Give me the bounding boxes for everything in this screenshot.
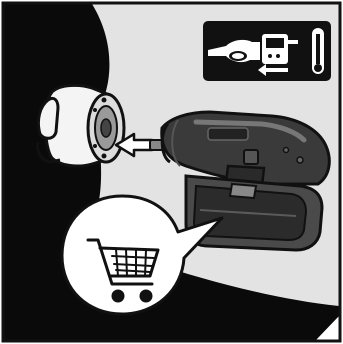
temperature-gauge-icon — [312, 28, 324, 74]
attachment-head — [38, 85, 125, 166]
battery-pack — [186, 176, 322, 250]
charger-info-panel — [204, 22, 330, 80]
